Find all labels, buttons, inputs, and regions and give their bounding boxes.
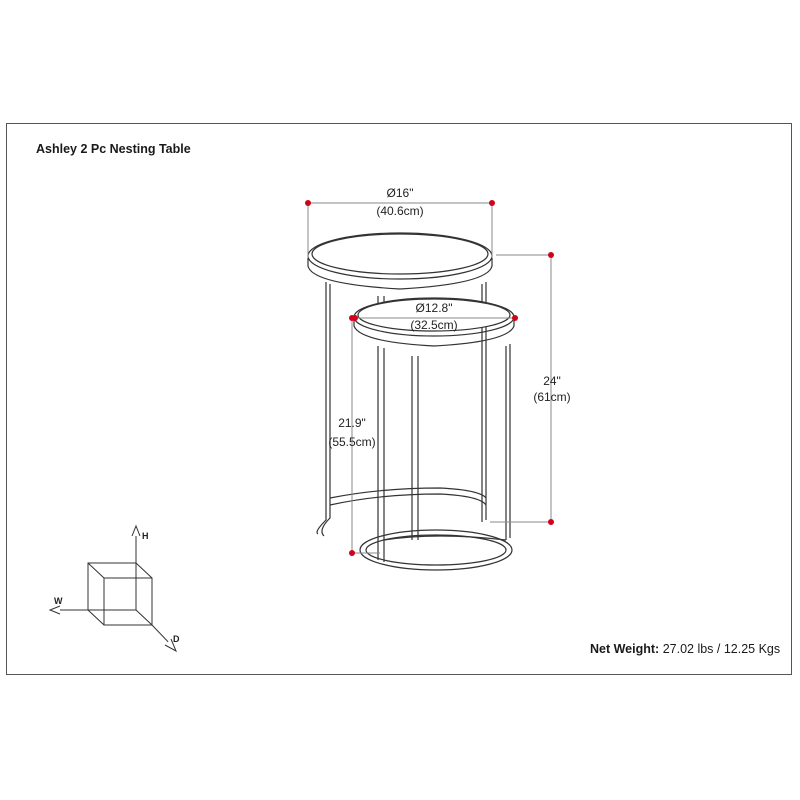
axis-cube-icon — [48, 524, 178, 653]
small-height-cm: (55.5cm) — [328, 435, 375, 449]
large-height-in: 24" — [543, 374, 561, 388]
axis-label-w: W — [54, 596, 63, 606]
small-height-in: 21.9" — [338, 416, 366, 430]
large-diameter-in: Ø16" — [387, 186, 414, 200]
dimension-markers — [305, 200, 554, 556]
large-diameter-cm: (40.6cm) — [376, 204, 423, 218]
axis-label-d: D — [173, 634, 180, 644]
large-height-cm: (61cm) — [533, 390, 570, 404]
large-table — [307, 232, 493, 537]
net-weight: Net Weight: 27.02 lbs / 12.25 Kgs — [590, 642, 780, 656]
small-diameter-in: Ø12.8" — [416, 301, 453, 315]
drawing-frame — [6, 123, 792, 675]
axis-label-h: H — [142, 531, 149, 541]
small-table — [353, 297, 515, 571]
dimension-lines — [307, 202, 552, 554]
small-diameter-cm: (32.5cm) — [410, 318, 457, 332]
net-weight-label: Net Weight: — [590, 642, 660, 656]
product-title: Ashley 2 Pc Nesting Table — [36, 142, 191, 156]
dimension-labels: Ø16" (40.6cm) Ø12.8" (32.5cm) 24" (61cm)… — [328, 186, 570, 449]
net-weight-value: 27.02 lbs / 12.25 Kgs — [659, 642, 781, 656]
